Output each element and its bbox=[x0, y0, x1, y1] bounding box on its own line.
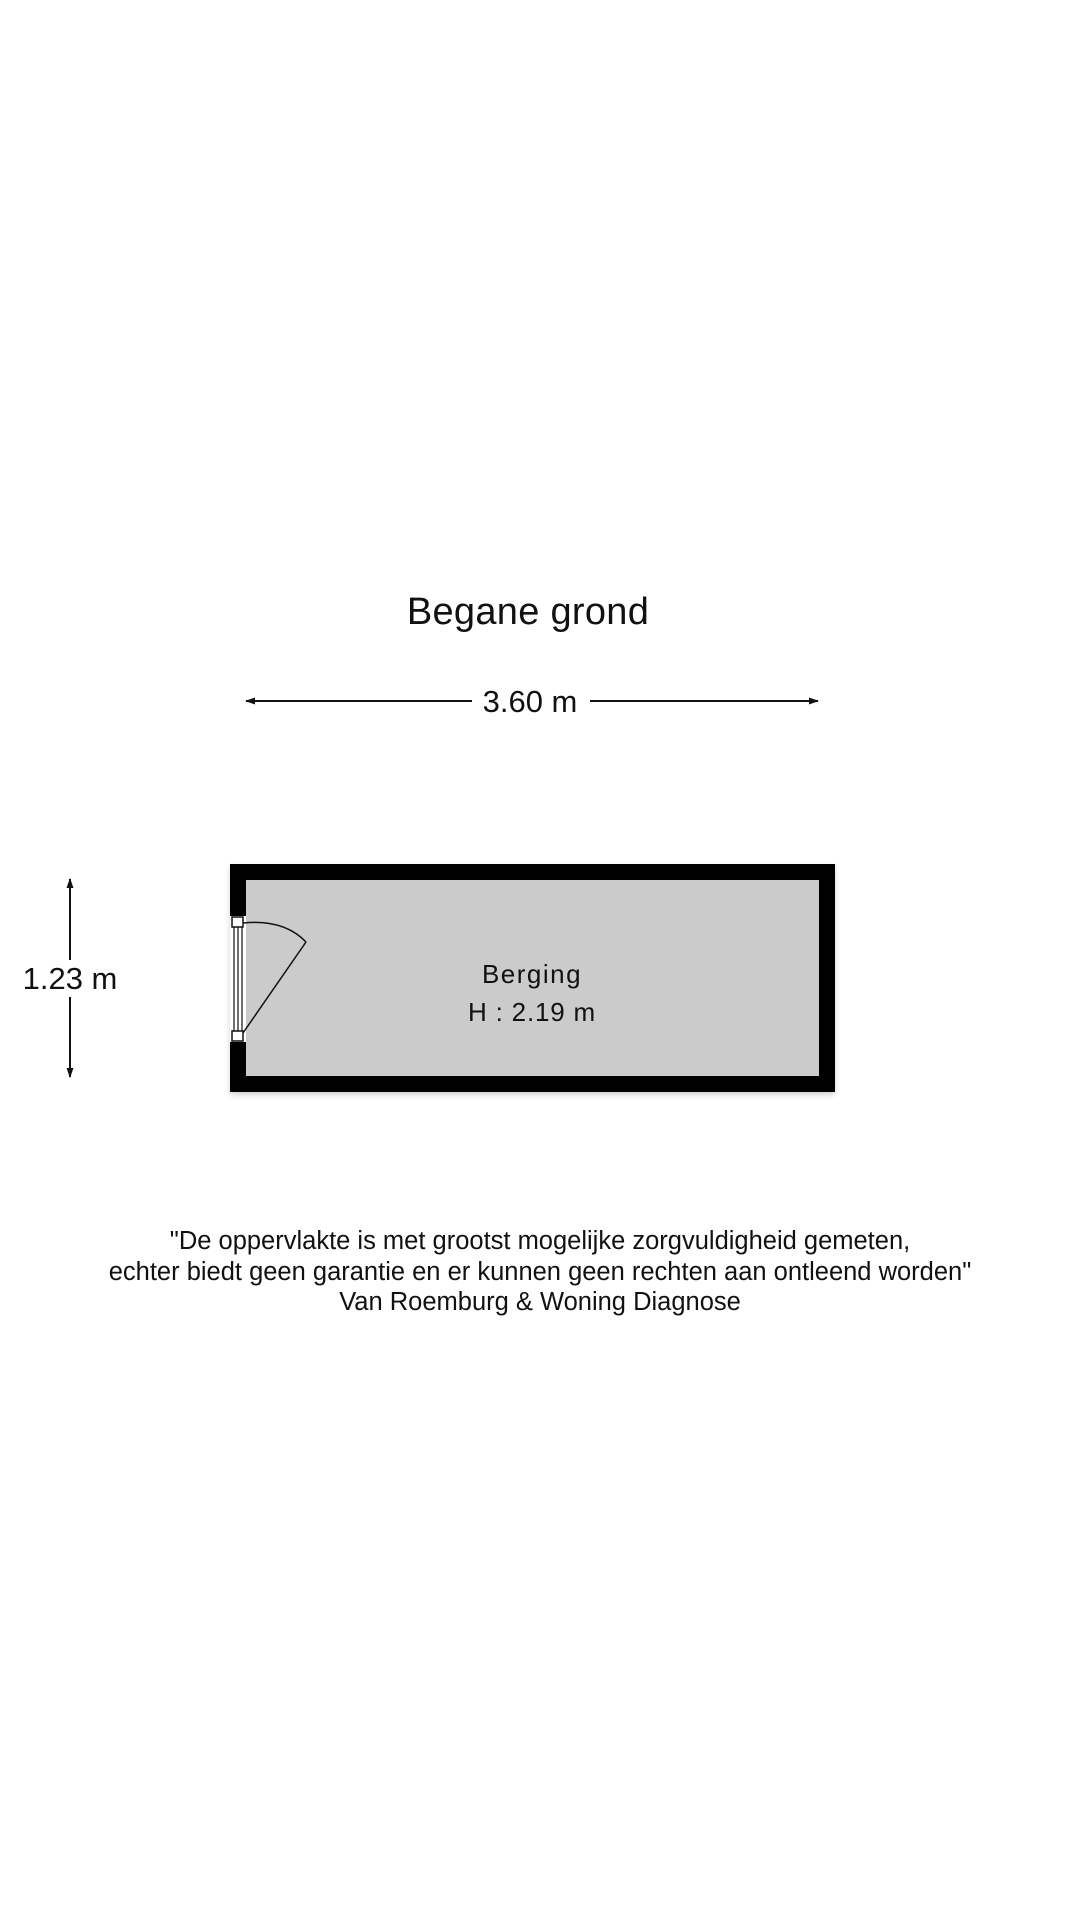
disclaimer-line-2: echter biedt geen garantie en er kunnen … bbox=[108, 1257, 972, 1286]
height-dimension-label: 1.23 m bbox=[15, 961, 125, 997]
disclaimer-line-1: "De oppervlakte is met grootst mogelijke… bbox=[169, 1227, 911, 1255]
width-dimension-label: 3.60 m bbox=[475, 684, 585, 720]
room-floor bbox=[246, 880, 819, 1076]
door bbox=[230, 916, 307, 1042]
room-name: Berging bbox=[481, 959, 583, 989]
room-height: H : 2.19 m bbox=[468, 997, 596, 1027]
disclaimer-line-3: Van Roemburg & Woning Diagnose bbox=[339, 1288, 741, 1316]
room-berging bbox=[230, 864, 835, 1092]
disclaimer: "De oppervlakte is met grootst mogelijke… bbox=[0, 1226, 1080, 1318]
floor-title: Begane grond bbox=[406, 591, 650, 633]
